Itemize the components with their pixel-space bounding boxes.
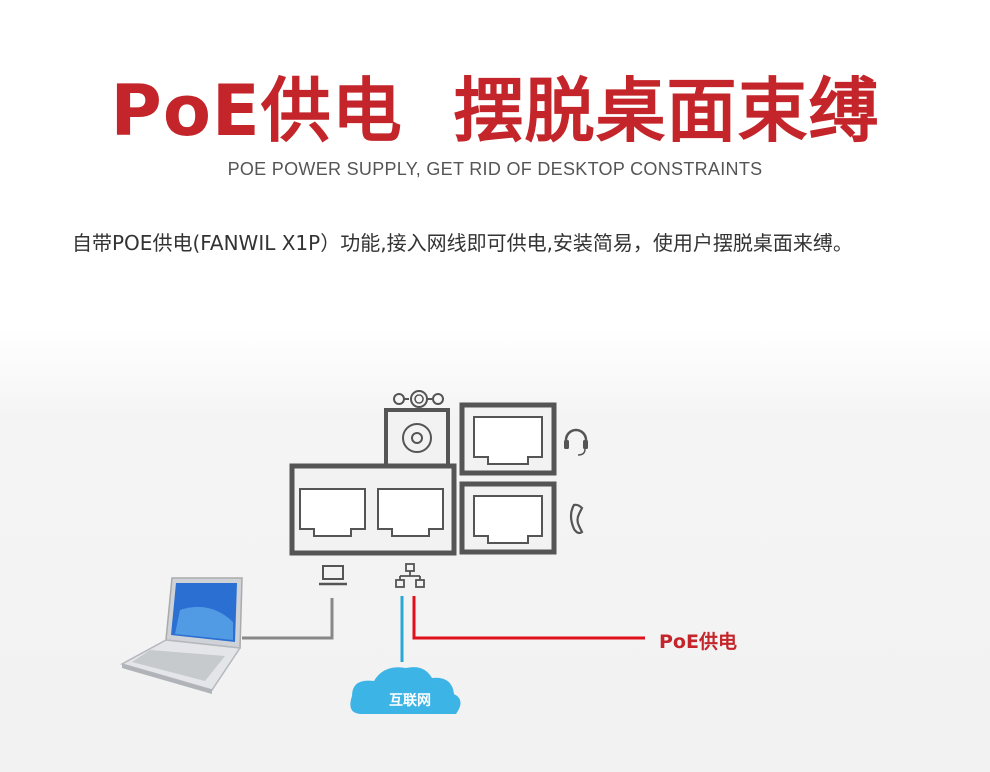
dc-power-symbol-icon	[393, 390, 444, 408]
page-title: PoE供电 摆脱桌面束缚	[110, 70, 880, 152]
lan-port	[377, 488, 444, 537]
headset-port	[459, 402, 557, 476]
network-icon	[395, 563, 425, 588]
pc-port	[299, 488, 366, 537]
laptop-icon	[120, 577, 243, 694]
internet-label: 互联网	[389, 693, 431, 709]
headset-icon	[564, 428, 588, 456]
pc-connection-line	[242, 598, 334, 640]
description-text: 自带POE供电(FANWIL X1P）功能,接入网线即可供电,安装简易，使用户摆…	[72, 231, 853, 255]
power-jack-icon	[384, 408, 450, 468]
main-port-block	[289, 463, 457, 556]
poe-power-line	[412, 596, 645, 640]
poe-power-label: PoE供电	[659, 631, 737, 653]
cloud-icon	[350, 667, 461, 714]
handset-icon	[569, 503, 584, 535]
page-subtitle: POE POWER SUPPLY, GET RID OF DESKTOP CON…	[227, 159, 763, 179]
pc-icon	[319, 565, 347, 586]
handset-port	[459, 481, 557, 555]
